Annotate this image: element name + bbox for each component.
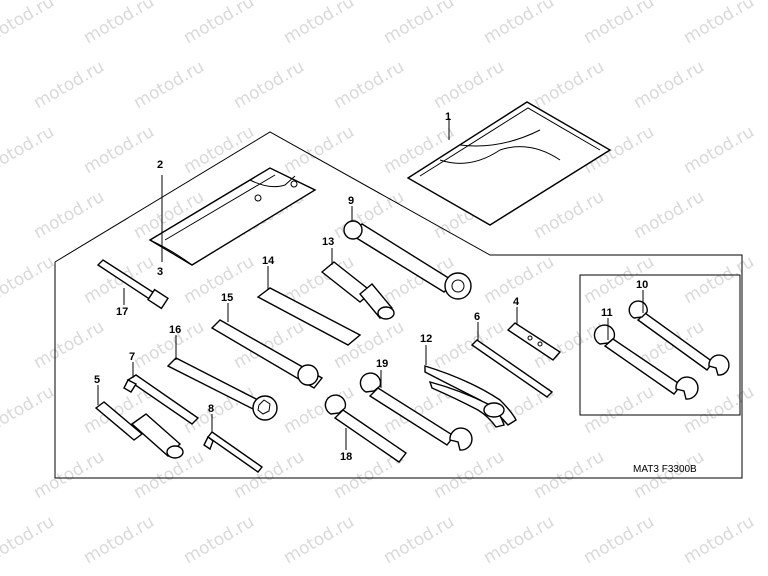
callout-19: 19 xyxy=(376,358,388,370)
flat-blade-15 xyxy=(210,303,324,389)
callout-11: 11 xyxy=(601,307,613,319)
callout-10: 10 xyxy=(636,279,648,291)
box-wrench-16 xyxy=(166,335,319,421)
spark-plug-socket-13 xyxy=(320,248,395,320)
open-wrench-10 xyxy=(628,290,730,376)
wrench-set-box xyxy=(579,274,741,416)
hex-key-8 xyxy=(203,414,264,473)
open-wrench-18 xyxy=(324,394,408,463)
callout-12: 12 xyxy=(420,333,432,345)
screwdriver-handle-14 xyxy=(256,266,362,346)
open-wrench-11 xyxy=(593,318,699,400)
diagram-code: MAT3 F3300B xyxy=(633,464,697,475)
callout-4: 4 xyxy=(513,296,520,308)
callout-18: 18 xyxy=(340,451,352,463)
callout-16: 16 xyxy=(169,324,181,336)
open-wrench-19 xyxy=(359,370,473,451)
callout-14: 14 xyxy=(262,255,275,267)
hex-key-7 xyxy=(123,362,200,425)
pliers-12 xyxy=(424,345,517,428)
callout-6: 6 xyxy=(474,311,480,323)
callout-8: 8 xyxy=(208,403,214,415)
socket-wrench-5 xyxy=(94,385,184,459)
callout-15: 15 xyxy=(221,292,233,304)
callout-17: 17 xyxy=(116,306,128,318)
extension-bar-17 xyxy=(96,259,169,310)
callout-9: 9 xyxy=(348,195,354,207)
combination-wrench-9 xyxy=(343,206,472,300)
callout-13: 13 xyxy=(322,236,334,248)
screwdriver-shaft-6 xyxy=(470,322,554,398)
callout-3: 3 xyxy=(157,266,163,278)
small-screwdriver-4 xyxy=(506,307,562,361)
tool-bag-1 xyxy=(406,101,612,226)
callout-2: 2 xyxy=(157,159,163,171)
callout-5: 5 xyxy=(94,374,100,386)
kit-boundary xyxy=(54,131,743,479)
callout-1: 1 xyxy=(445,111,451,123)
tool-roll-2 xyxy=(148,167,317,266)
callout-7: 7 xyxy=(129,351,135,363)
